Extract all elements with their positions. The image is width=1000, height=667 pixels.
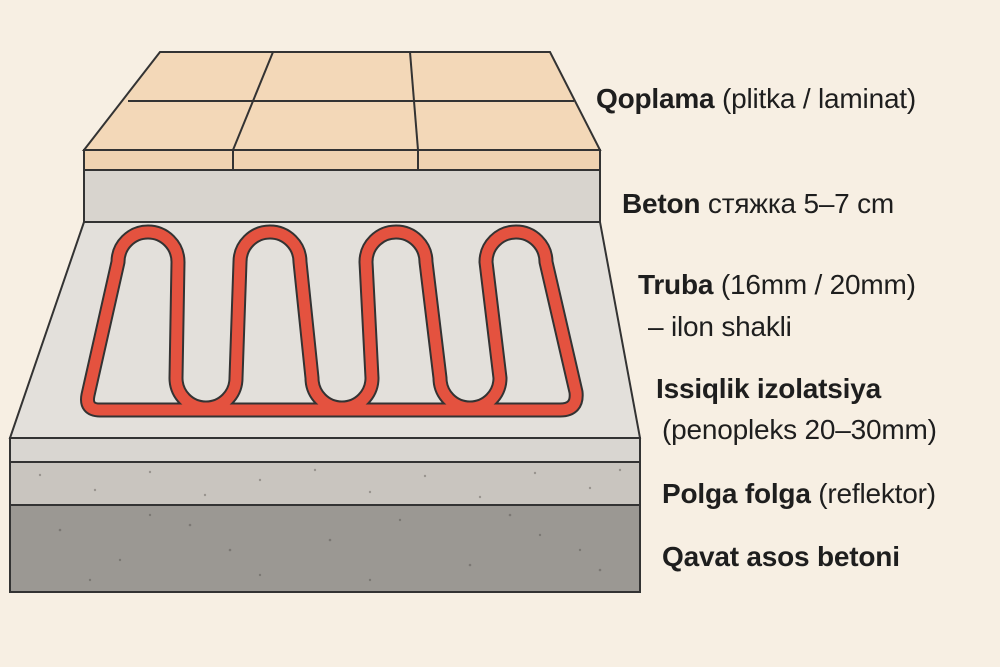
label-insulation-line2: (penopleks 20–30mm) [662,414,937,445]
label-screed: Beton стяжка 5–7 cm [622,188,895,219]
foil-layer [9,461,641,506]
label-pipe-line2: – ilon shakli [648,311,792,342]
label-base: Qavat asos betoni [662,541,900,572]
base-concrete-layer [9,504,641,593]
label-pipe: Truba (16mm / 20mm) [638,269,916,300]
label-tiles: Qoplama (plitka / laminat) [596,83,917,114]
label-foil: Polga folga (reflektor) [662,478,936,509]
insulation-layer [9,437,641,463]
tile-layer [81,51,602,171]
screed-layer [83,169,601,223]
heating-pipe [80,224,584,418]
label-insulation: Issiqlik izolatsiya [656,373,881,404]
